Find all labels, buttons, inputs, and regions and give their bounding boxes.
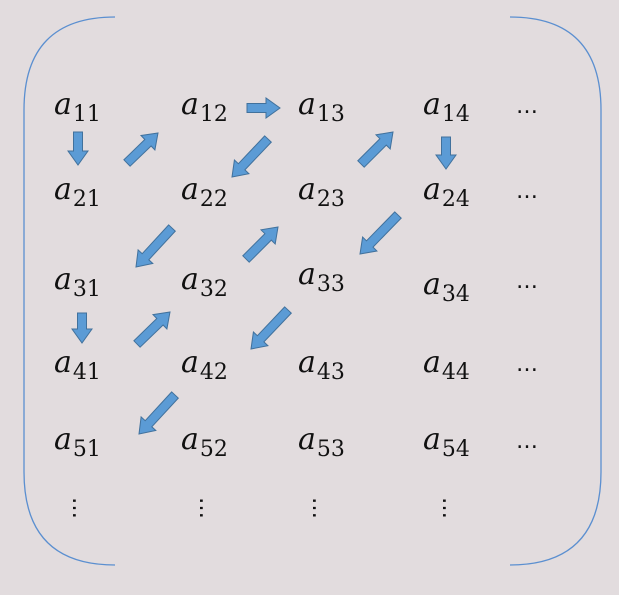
matrix-entry-24: a24 xyxy=(423,172,470,211)
column-continuation-3: … xyxy=(307,497,332,519)
row-continuation-4: … xyxy=(516,352,538,377)
entry-subscript: 54 xyxy=(441,437,470,462)
arrow-31-to-41 xyxy=(71,312,93,344)
entry-subscript: 11 xyxy=(72,102,101,127)
matrix-entry-32: a32 xyxy=(181,262,228,301)
matrix-entry-41: a41 xyxy=(54,345,101,384)
arrow-32-to-23 xyxy=(242,226,279,263)
matrix-entry-23: a23 xyxy=(298,172,345,211)
entry-subscript: 12 xyxy=(199,102,228,127)
arrow-14-to-24 xyxy=(435,136,457,170)
entry-letter: a xyxy=(298,87,316,122)
matrix-entry-22: a22 xyxy=(181,172,228,211)
entry-letter: a xyxy=(298,345,316,380)
entry-letter: a xyxy=(298,422,316,457)
entry-subscript: 33 xyxy=(316,272,345,297)
entry-subscript: 42 xyxy=(199,360,228,385)
entry-subscript: 23 xyxy=(316,187,345,212)
entry-letter: a xyxy=(181,262,199,297)
row-continuation-5: … xyxy=(516,429,538,454)
row-continuation-1: … xyxy=(516,94,538,119)
arrow-22-to-31 xyxy=(135,224,177,268)
entry-letter: a xyxy=(423,345,441,380)
entry-subscript: 43 xyxy=(316,360,345,385)
column-continuation-1: … xyxy=(67,497,92,519)
entry-letter: a xyxy=(54,422,72,457)
entry-subscript: 32 xyxy=(199,277,228,302)
entry-letter: a xyxy=(181,87,199,122)
matrix-entry-44: a44 xyxy=(423,345,470,384)
entry-letter: a xyxy=(423,87,441,122)
arrows-layer xyxy=(67,97,457,435)
left-bracket xyxy=(23,16,116,566)
entry-subscript: 14 xyxy=(441,102,470,127)
entry-subscript: 41 xyxy=(72,360,101,385)
entry-letter: a xyxy=(298,257,316,292)
entry-letter: a xyxy=(54,87,72,122)
matrix-entry-51: a51 xyxy=(54,422,101,461)
matrix-entry-34: a34 xyxy=(423,267,470,306)
entry-letter: a xyxy=(181,345,199,380)
column-continuation-4: … xyxy=(437,497,462,519)
column-continuation-2: … xyxy=(194,497,219,519)
arrow-12-to-13 xyxy=(246,97,281,119)
arrow-42-to-51 xyxy=(138,391,180,435)
entry-subscript: 22 xyxy=(199,187,228,212)
entry-subscript: 24 xyxy=(441,187,470,212)
matrix-entry-33: a33 xyxy=(298,257,345,296)
entry-subscript: 51 xyxy=(72,437,101,462)
arrow-21-to-12 xyxy=(123,132,159,167)
entry-subscript: 13 xyxy=(316,102,345,127)
matrix-entry-42: a42 xyxy=(181,345,228,384)
right-bracket xyxy=(509,16,602,566)
entry-subscript: 53 xyxy=(316,437,345,462)
entry-letter: a xyxy=(181,172,199,207)
arrow-13-to-22 xyxy=(231,135,273,178)
entry-subscript: 52 xyxy=(199,437,228,462)
arrow-33-to-42 xyxy=(250,306,293,350)
matrix-entry-13: a13 xyxy=(298,87,345,126)
entry-letter: a xyxy=(54,345,72,380)
entry-letter: a xyxy=(423,422,441,457)
entry-letter: a xyxy=(423,267,441,302)
matrix-entry-31: a31 xyxy=(54,262,101,301)
matrix-entry-43: a43 xyxy=(298,345,345,384)
entry-letter: a xyxy=(54,262,72,297)
matrix-entry-53: a53 xyxy=(298,422,345,461)
arrow-41-to-32 xyxy=(133,311,171,348)
matrix-entry-21: a21 xyxy=(54,172,101,211)
entry-subscript: 34 xyxy=(441,282,470,307)
matrix-entry-12: a12 xyxy=(181,87,228,126)
entry-letter: a xyxy=(54,172,72,207)
entry-subscript: 31 xyxy=(72,277,101,302)
row-continuation-3: … xyxy=(516,269,538,294)
entry-letter: a xyxy=(181,422,199,457)
entry-letter: a xyxy=(298,172,316,207)
entry-letter: a xyxy=(423,172,441,207)
row-continuation-2: … xyxy=(516,179,538,204)
matrix-entry-11: a11 xyxy=(54,87,101,126)
arrow-24-to-33 xyxy=(359,211,402,255)
arrow-23-to-14 xyxy=(357,131,394,168)
entry-subscript: 44 xyxy=(441,360,470,385)
matrix-entry-54: a54 xyxy=(423,422,470,461)
matrix-entry-52: a52 xyxy=(181,422,228,461)
matrix-entry-14: a14 xyxy=(423,87,470,126)
entry-subscript: 21 xyxy=(72,187,101,212)
arrow-11-to-21 xyxy=(67,131,89,166)
